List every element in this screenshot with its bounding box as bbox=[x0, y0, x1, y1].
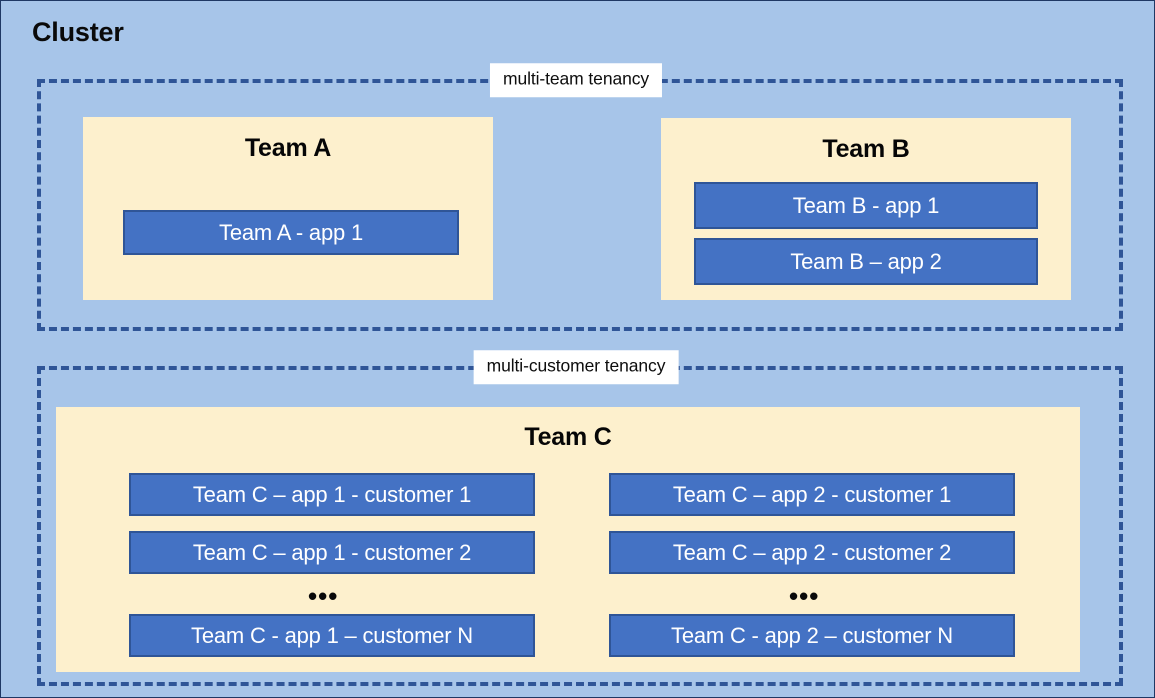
team-a-container: Team A Team A - app 1 bbox=[83, 117, 493, 300]
page-title: Cluster bbox=[32, 17, 124, 47]
app-box-team-c-app-1-customer-2[interactable]: Team C – app 1 - customer 2 bbox=[129, 531, 535, 574]
team-a-title: Team A bbox=[244, 134, 332, 162]
app-box-team-c-app-2-customer-n[interactable]: Team C - app 2 – customer N bbox=[609, 614, 1015, 657]
ellipsis-team-c-app-2: ••• bbox=[789, 581, 820, 611]
app-box-team-b-app-1[interactable]: Team B - app 1 bbox=[694, 182, 1038, 229]
ellipsis-team-c-app-1: ••• bbox=[308, 581, 339, 611]
team-b-title: Team B bbox=[822, 135, 910, 163]
app-box-team-b-app-2[interactable]: Team B – app 2 bbox=[694, 238, 1038, 285]
team-b-container: Team B Team B - app 1 Team B – app 2 bbox=[661, 118, 1071, 300]
team-c-title: Team C bbox=[524, 423, 612, 451]
team-c-container: Team C Team C – app 1 - customer 1 Team … bbox=[56, 407, 1080, 672]
app-box-team-a-app-1[interactable]: Team A - app 1 bbox=[123, 210, 459, 255]
app-box-team-c-app-2-customer-1[interactable]: Team C – app 2 - customer 1 bbox=[609, 473, 1015, 516]
app-box-team-c-app-1-customer-n[interactable]: Team C - app 1 – customer N bbox=[129, 614, 535, 657]
region-label-multi-customer-tenancy: multi-customer tenancy bbox=[473, 350, 679, 384]
region-label-multi-team-tenancy: multi-team tenancy bbox=[489, 63, 663, 97]
app-box-team-c-app-1-customer-1[interactable]: Team C – app 1 - customer 1 bbox=[129, 473, 535, 516]
app-box-team-c-app-2-customer-2[interactable]: Team C – app 2 - customer 2 bbox=[609, 531, 1015, 574]
